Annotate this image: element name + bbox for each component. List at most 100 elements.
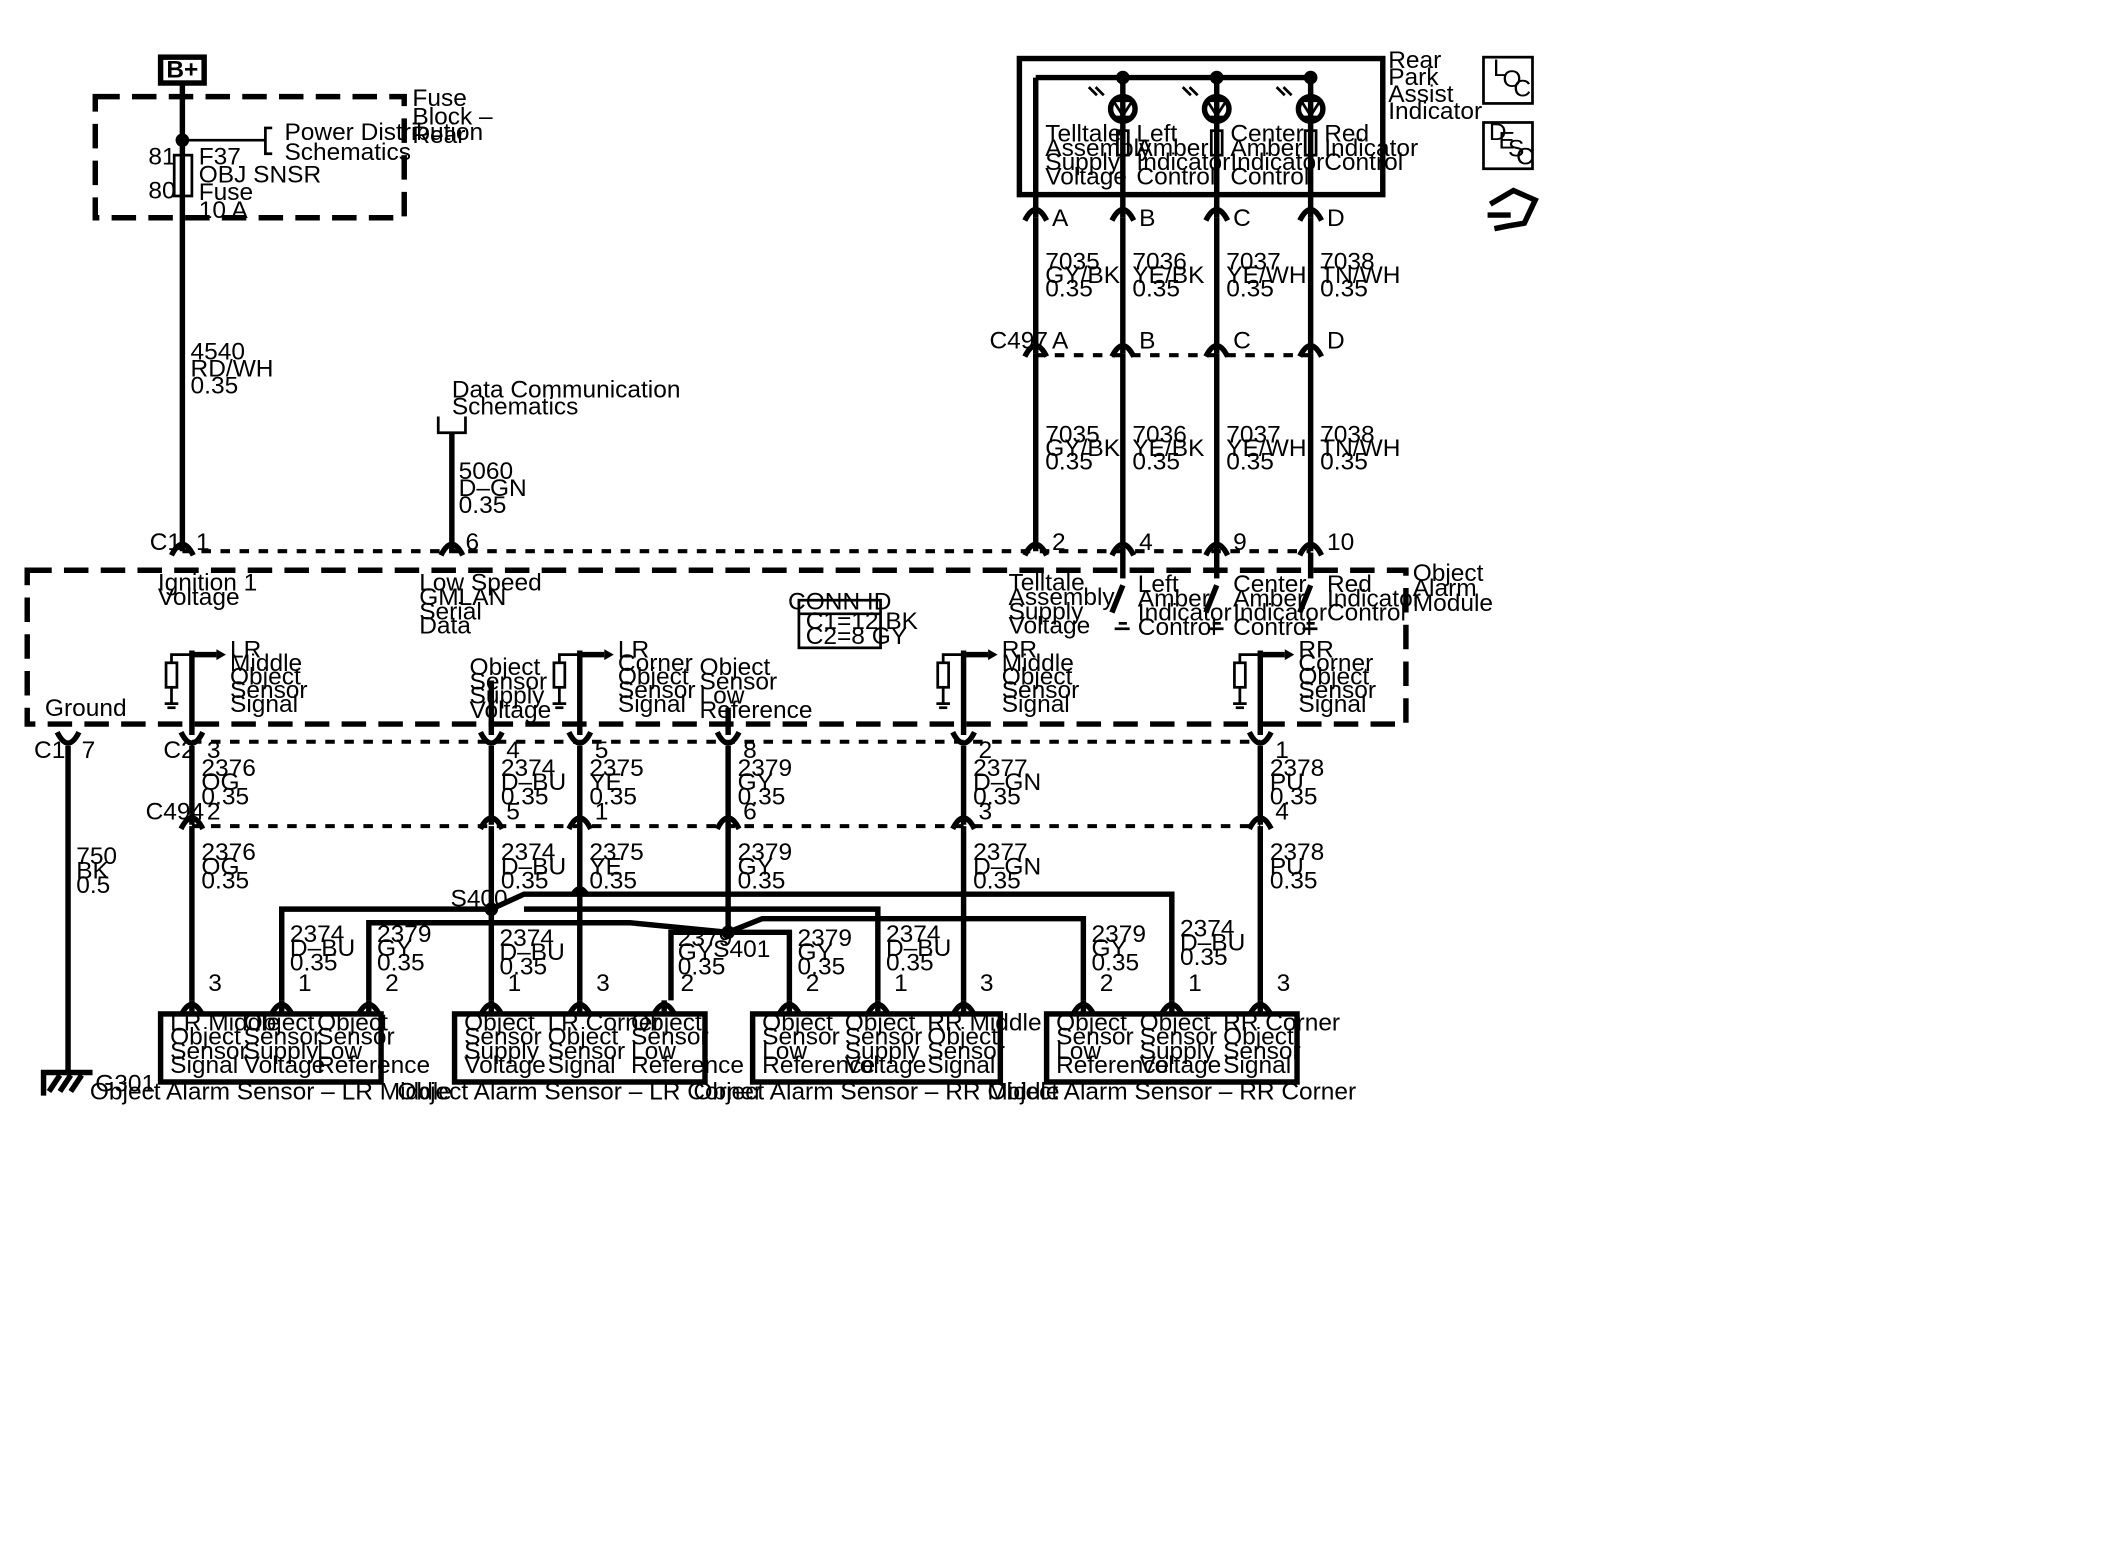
loc-letter: O xyxy=(1503,66,1522,93)
sensor-label-line: Sensor xyxy=(244,1024,322,1051)
sensor-caption: Object Alarm Sensor – RR Middle xyxy=(693,1079,1059,1106)
indicator-text-line: Control xyxy=(1230,163,1309,190)
c2-wire-label-line: YE xyxy=(589,769,622,796)
c2-wire-label-line: 2374 xyxy=(501,755,555,782)
sensor-label-line: Object xyxy=(1056,1009,1127,1036)
c2-wire-label-line: 2379 xyxy=(738,755,792,782)
module-center-amber-label-line: Amber xyxy=(1233,585,1305,612)
sensor-box xyxy=(451,1011,708,1085)
wire-4540-label-line: RD/WH xyxy=(191,355,274,382)
module-terminal xyxy=(1297,541,1324,557)
sensor-label-line: Low xyxy=(631,1038,676,1065)
sensor-label-line: Sensor xyxy=(927,1038,1005,1065)
datacomm-label-line: Schematics xyxy=(452,393,579,420)
sensor-pin: 3 xyxy=(1277,970,1291,997)
module-terminal xyxy=(1203,541,1231,557)
module-supply-label-line: Supply xyxy=(470,683,546,710)
indicator-pin: B xyxy=(1139,205,1155,232)
branch-label-line: 2379 xyxy=(678,925,732,952)
object-alarm-module-outline xyxy=(24,567,1409,727)
sensor-label-line: RR Middle xyxy=(927,1009,1041,1036)
indicator-name-line: Park xyxy=(1388,64,1439,91)
conn-id-c2: C2=8 GY xyxy=(806,623,907,650)
module-input-label-line: LR xyxy=(618,636,649,663)
module-red-ind-label-line: Indicator xyxy=(1327,585,1421,612)
sensor-pin: 3 xyxy=(208,970,222,997)
indicator-wire-label-line: YE/BK xyxy=(1132,262,1205,289)
sensor-label-line: Sensor xyxy=(464,1024,542,1051)
sensor-terminal xyxy=(650,1001,678,1017)
module-switch xyxy=(1109,584,1126,614)
sensor-label-line: Object xyxy=(548,1024,619,1051)
c2-wire-label-line: GY xyxy=(738,769,773,796)
loc-icon xyxy=(1482,55,1534,105)
branch-label-line: 0.35 xyxy=(290,949,338,976)
module-input-label-line: Sensor xyxy=(618,677,696,704)
led-light-icon xyxy=(1087,86,1105,97)
module-name-line: Module xyxy=(1413,590,1493,617)
indicator-bus-dot xyxy=(1209,70,1224,85)
led-diode xyxy=(1110,99,1135,119)
module-input-label-line: Signal xyxy=(230,691,298,718)
indicator-text-line: Voltage xyxy=(1045,163,1127,190)
module-telltale-label-line: Assembly xyxy=(1009,584,1116,611)
c494-wire-label-line: 0.35 xyxy=(501,868,549,895)
indicator-text-line: Assembly xyxy=(1045,135,1152,162)
indicator-resistor xyxy=(1303,129,1318,157)
sensor-label-line: Sensor xyxy=(548,1038,626,1065)
led-light-icon xyxy=(1181,86,1199,97)
branch-label-line: GY xyxy=(1092,935,1127,962)
c494-terminal xyxy=(178,815,206,831)
sensor-label-line: Sensor xyxy=(631,1024,709,1051)
led-lamp xyxy=(1107,93,1138,124)
sensor-label-line: Voltage xyxy=(244,1052,326,1079)
module-input-label-line: RR xyxy=(1298,636,1333,663)
c2-pin: 5 xyxy=(595,737,609,764)
c494-wire-label-line: 2376 xyxy=(201,839,255,866)
module-resistor-lead xyxy=(1238,653,1261,663)
module-input-label-line: Corner xyxy=(618,650,693,677)
sensor-label-line: Supply xyxy=(1140,1038,1216,1065)
sensor-pin: 1 xyxy=(894,970,908,997)
indicator-wire2-label-line: 7036 xyxy=(1132,421,1186,448)
sensor-terminal xyxy=(566,1001,594,1017)
indicator-text-line: Control xyxy=(1136,163,1215,190)
ign-label-line: Voltage xyxy=(158,584,240,611)
indicator-wire-label-line: TN/WH xyxy=(1320,262,1400,289)
sensor-terminal xyxy=(477,1001,505,1017)
module-input-label-line: Middle xyxy=(230,650,302,677)
datacomm-label-line: Data Communication xyxy=(452,376,681,403)
indicator-text-line: Telltale xyxy=(1045,121,1121,148)
c2-wire-label-line: PU xyxy=(1270,769,1304,796)
c1-pin1: 1 xyxy=(196,529,210,556)
sensor-label-line: Supply xyxy=(244,1038,320,1065)
wire-5060-label-line: D–GN xyxy=(459,475,527,502)
c2-wire-label-line: D–BU xyxy=(501,769,566,796)
c2-wire-label-line: 2378 xyxy=(1270,755,1324,782)
indicator-wire-label-line: 0.35 xyxy=(1320,276,1368,303)
s401-label: S401 xyxy=(713,936,770,963)
module-red-ind-label-line: Control xyxy=(1327,600,1406,627)
branch-label-line: GY xyxy=(377,935,412,962)
module-input-label-line: Corner xyxy=(1298,650,1373,677)
c2-wire-label-line: 2375 xyxy=(589,755,643,782)
sensor-terminal xyxy=(1070,1001,1097,1017)
c494-terminal xyxy=(714,815,742,831)
indicator-text-line: Amber xyxy=(1136,135,1208,162)
bplus-label: B+ xyxy=(166,57,198,84)
sensor-pin: 2 xyxy=(385,970,399,997)
c494-terminal xyxy=(566,815,594,831)
indicator-wire-label-line: 7036 xyxy=(1132,248,1186,275)
branch-label-line: D–BU xyxy=(499,939,564,966)
c497-label: C497 xyxy=(989,327,1048,354)
c494-pin: 4 xyxy=(1275,798,1289,825)
module-resistor xyxy=(936,661,950,689)
module-resistor xyxy=(164,661,179,689)
module-input-label-line: Signal xyxy=(618,691,686,718)
module-input-label-line: Sensor xyxy=(1298,677,1376,704)
module-name-line: Object xyxy=(1413,560,1484,587)
c494-pin: 5 xyxy=(506,798,520,825)
sensor-terminal xyxy=(355,1001,383,1017)
module-input-arrow xyxy=(988,649,998,661)
